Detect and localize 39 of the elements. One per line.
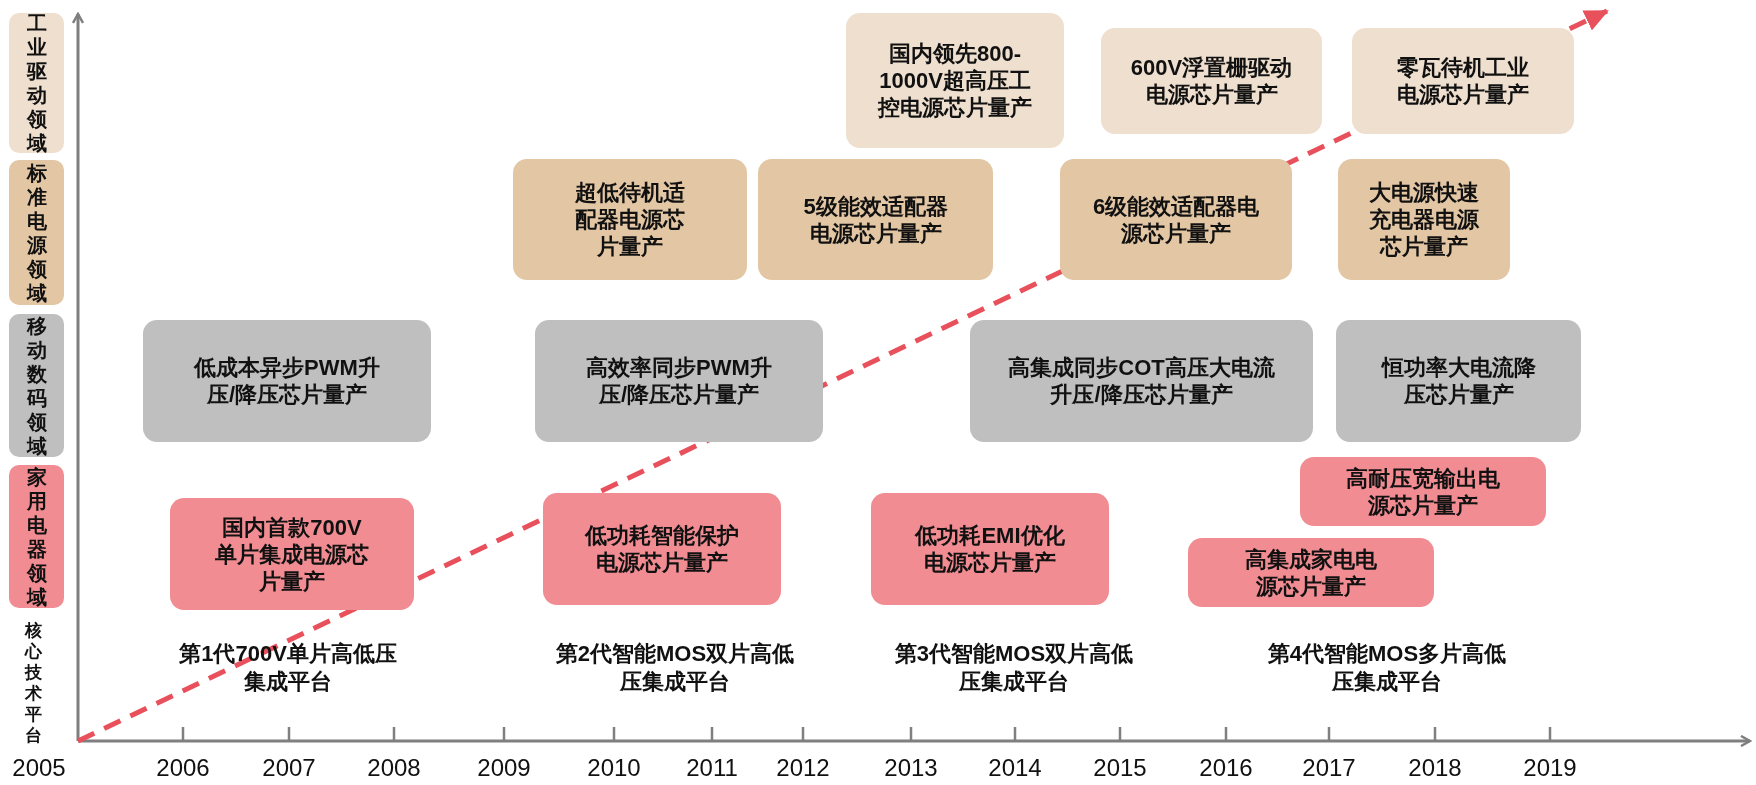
year-label: 2005 bbox=[11, 754, 67, 782]
milestone-box: 高效率同步PWM升压/降压芯片量产 bbox=[535, 320, 823, 442]
year-label: 2011 bbox=[685, 754, 739, 782]
category-box: 工业驱动领域 bbox=[9, 13, 64, 153]
milestone-box: 5级能效适配器电源芯片量产 bbox=[758, 159, 993, 280]
milestone-box: 6级能效适配器电源芯片量产 bbox=[1060, 159, 1292, 280]
year-label: 2013 bbox=[883, 754, 939, 782]
year-label: 2010 bbox=[586, 754, 642, 782]
year-label: 2018 bbox=[1407, 754, 1463, 782]
milestone-box: 高集成同步COT高压大电流升压/降压芯片量产 bbox=[970, 320, 1313, 442]
year-label: 2016 bbox=[1198, 754, 1254, 782]
category-box: 标准电源领域 bbox=[9, 160, 64, 305]
milestone-box: 零瓦待机工业电源芯片量产 bbox=[1352, 28, 1574, 134]
year-label: 2014 bbox=[987, 754, 1043, 782]
milestone-box: 600V浮置栅驱动电源芯片量产 bbox=[1101, 28, 1322, 134]
year-label: 2019 bbox=[1522, 754, 1578, 782]
year-label: 2015 bbox=[1092, 754, 1148, 782]
milestone-box: 国内首款700V单片集成电源芯片量产 bbox=[170, 498, 414, 610]
milestone-box: 低成本异步PWM升压/降压芯片量产 bbox=[143, 320, 431, 442]
year-label: 2006 bbox=[155, 754, 211, 782]
milestone-box: 低功耗EMI优化电源芯片量产 bbox=[871, 493, 1109, 605]
platform-label: 第2代智能MOS双片高低压集成平台 bbox=[555, 640, 795, 696]
milestone-box: 恒功率大电流降压芯片量产 bbox=[1336, 320, 1581, 442]
milestone-box: 高集成家电电源芯片量产 bbox=[1188, 538, 1434, 607]
year-label: 2008 bbox=[366, 754, 422, 782]
platform-label: 第4代智能MOS多片高低压集成平台 bbox=[1267, 640, 1507, 696]
category-box: 家用电器领域 bbox=[9, 465, 64, 608]
platform-label: 第3代智能MOS双片高低压集成平台 bbox=[894, 640, 1134, 696]
milestone-box: 高耐压宽输出电源芯片量产 bbox=[1300, 457, 1546, 526]
year-label: 2007 bbox=[261, 754, 317, 782]
milestone-box: 国内领先800-1000V超高压工控电源芯片量产 bbox=[846, 13, 1064, 148]
year-label: 2017 bbox=[1301, 754, 1357, 782]
year-label: 2012 bbox=[775, 754, 831, 782]
milestone-box: 大电源快速充电器电源芯片量产 bbox=[1338, 159, 1510, 280]
milestone-box: 低功耗智能保护电源芯片量产 bbox=[543, 493, 781, 605]
milestone-box: 超低待机适配器电源芯片量产 bbox=[513, 159, 747, 280]
category-box: 移动数码领域 bbox=[9, 314, 64, 457]
year-label: 2009 bbox=[476, 754, 532, 782]
platform-label: 第1代700V单片高低压集成平台 bbox=[178, 640, 398, 696]
